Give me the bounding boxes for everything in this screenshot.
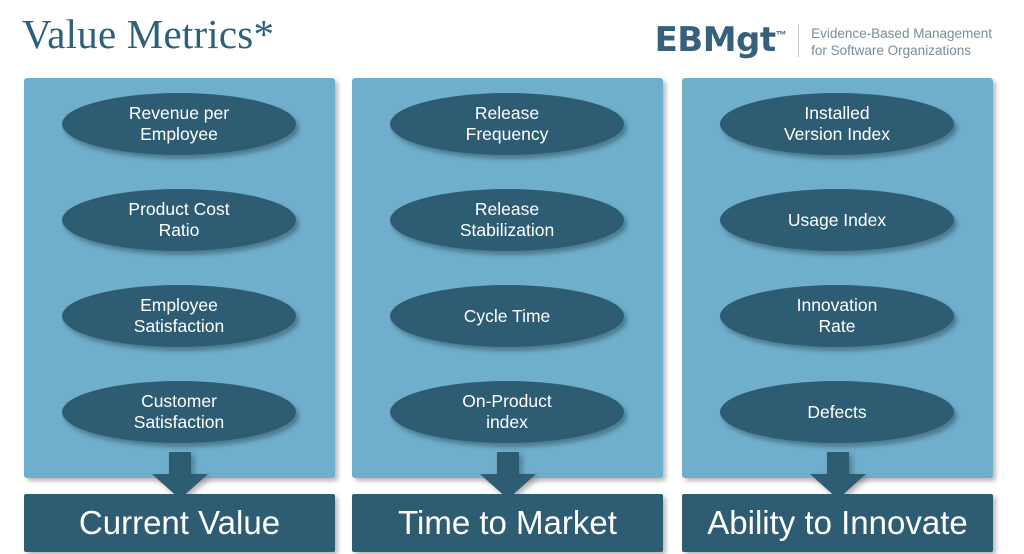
column-footer-label[interactable]: Time to Market	[352, 494, 663, 552]
metric-bubble[interactable]: Customer Satisfaction	[62, 381, 296, 443]
metric-label-line1: Customer	[141, 391, 217, 411]
down-arrow-icon	[479, 452, 537, 500]
value-metrics-columns: Revenue per Employee Product Cost Ratio …	[24, 78, 993, 554]
metric-label-line1: Defects	[807, 401, 867, 422]
metric-label-line2: Ratio	[158, 220, 200, 240]
metric-bubble[interactable]: Employee Satisfaction	[62, 285, 296, 347]
metric-label-line2: Rate	[818, 316, 856, 336]
logo-divider	[798, 24, 800, 57]
column-footer-label[interactable]: Current Value	[24, 494, 335, 552]
metric-panel: Installed Version Index Usage Index Inno…	[682, 78, 993, 478]
logo-tagline-line1: Evidence-Based Management	[811, 26, 992, 41]
logo-wordmark-text: EBMgt™	[655, 22, 789, 58]
metric-label-line2: index	[486, 412, 528, 432]
metric-bubble[interactable]: Defects	[720, 381, 954, 443]
metric-column-current-value: Revenue per Employee Product Cost Ratio …	[24, 78, 335, 554]
metric-bubble[interactable]: Release Stabilization	[390, 189, 624, 251]
metric-panel: Revenue per Employee Product Cost Ratio …	[24, 78, 335, 478]
metric-panel: Release Frequency Release Stabilization …	[352, 78, 663, 478]
metric-label-line1: Employee	[140, 295, 218, 315]
metric-label-line1: On-Product	[462, 391, 552, 411]
down-arrow-icon	[151, 452, 209, 500]
metric-label-line2: Satisfaction	[133, 316, 225, 336]
metric-bubble[interactable]: Cycle Time	[390, 285, 624, 347]
trademark-icon: ™	[775, 29, 787, 42]
metric-label-line2: Satisfaction	[133, 412, 225, 432]
metric-label-line2: Frequency	[465, 124, 549, 144]
metric-bubble[interactable]: Innovation Rate	[720, 285, 954, 347]
metric-column-time-to-market: Release Frequency Release Stabilization …	[352, 78, 663, 554]
metric-label-line1: Release	[474, 199, 540, 219]
metric-bubble[interactable]: Release Frequency	[390, 93, 624, 155]
metric-bubble[interactable]: Installed Version Index	[720, 93, 954, 155]
down-arrow-icon	[809, 452, 867, 500]
column-footer-label[interactable]: Ability to Innovate	[682, 494, 993, 552]
metric-label-line2: Stabilization	[459, 220, 555, 240]
metric-bubble[interactable]: Revenue per Employee	[62, 93, 296, 155]
metric-label-line1: Innovation	[796, 295, 878, 315]
ebmgt-logo: EBMgt™ Evidence-Based Management for Sof…	[655, 22, 992, 59]
metric-label-line1: Installed	[804, 103, 870, 123]
metric-column-ability-to-innovate: Installed Version Index Usage Index Inno…	[682, 78, 993, 554]
page-header: Value Metrics* EBMgt™ Evidence-Based Man…	[0, 0, 1024, 78]
metric-label-line1: Product Cost	[128, 199, 230, 219]
metric-label-line1: Cycle Time	[463, 305, 551, 326]
metric-label-line2: Version Index	[783, 124, 891, 144]
metric-label-line1: Release	[474, 103, 540, 123]
metric-label-line1: Usage Index	[787, 209, 887, 230]
metric-bubble[interactable]: Usage Index	[720, 189, 954, 251]
metric-label-line2: Employee	[140, 124, 218, 144]
metric-label-line1: Revenue per	[128, 103, 230, 123]
logo-tagline-line2: for Software Organizations	[811, 43, 971, 58]
metric-bubble[interactable]: On-Product index	[390, 381, 624, 443]
logo-tagline: Evidence-Based Management for Software O…	[811, 22, 992, 59]
logo-wordmark-label: EBMgt	[654, 20, 777, 60]
page-title: Value Metrics*	[22, 11, 275, 57]
metric-bubble[interactable]: Product Cost Ratio	[62, 189, 296, 251]
